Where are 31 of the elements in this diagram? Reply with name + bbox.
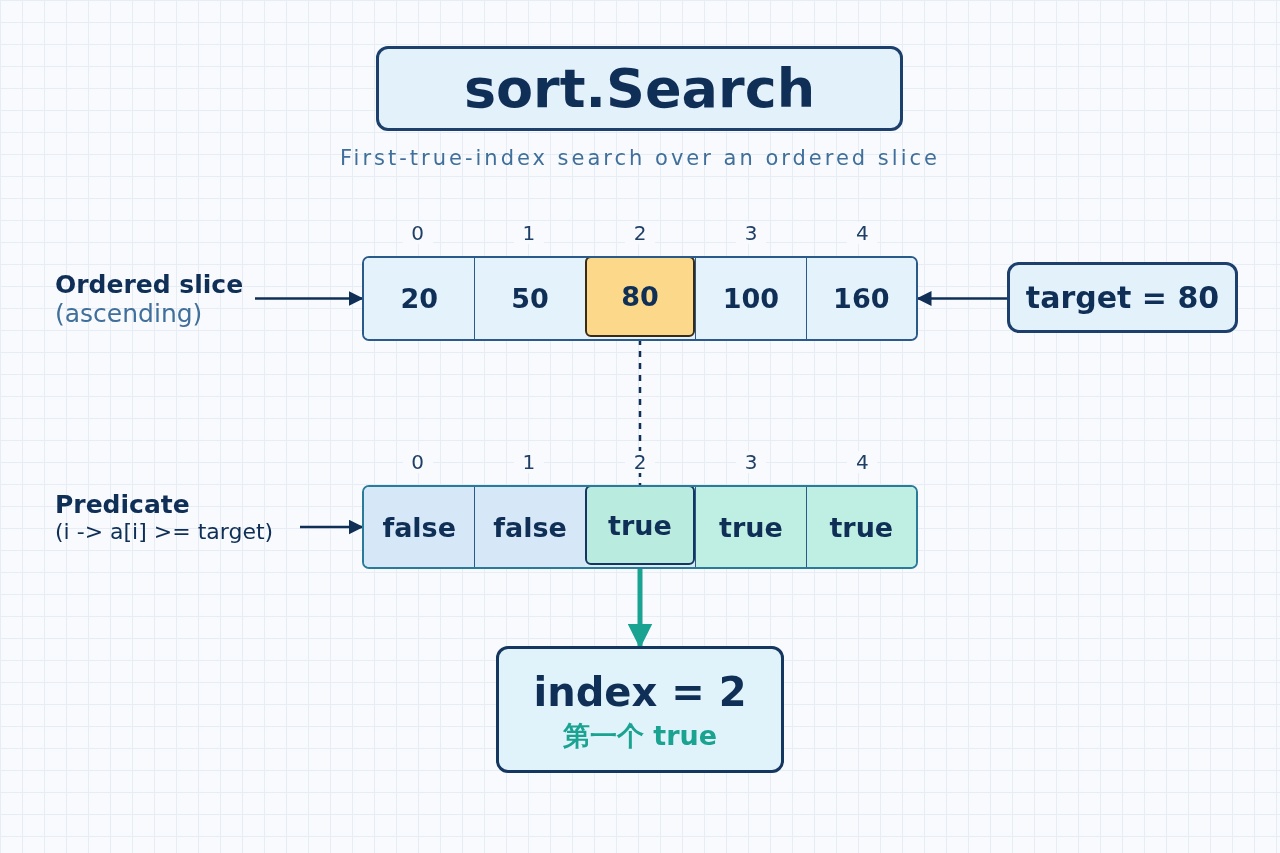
result-value: index = 2 <box>533 667 747 717</box>
index-number: 3 <box>736 451 767 473</box>
array-cell: true <box>695 487 806 567</box>
title-box: sort.Search <box>376 46 903 131</box>
label-note: (ascending) <box>55 299 204 328</box>
array-cell: 80 <box>584 258 696 337</box>
array-cell: true <box>584 487 696 565</box>
label-heading: Ordered slice <box>55 270 245 299</box>
index-number: 4 <box>847 451 878 473</box>
label-note: (i -> a[i] >= target) <box>55 519 275 544</box>
arrow <box>255 291 364 306</box>
target-box: target = 80 <box>1007 262 1238 333</box>
result-box <box>496 646 784 773</box>
index-number: 0 <box>402 451 433 473</box>
result-note: 第一个 true <box>562 718 718 753</box>
label-heading: Predicate <box>55 490 191 519</box>
subtitle: First-true-index search over an ordered slice <box>339 146 941 170</box>
index-number: 1 <box>513 222 544 244</box>
arrow <box>916 291 1007 306</box>
array-cell: 160 <box>805 258 916 339</box>
array-strip <box>362 256 918 341</box>
index-number: 0 <box>402 222 433 244</box>
array-cell: true <box>805 487 916 567</box>
array-strip <box>362 485 918 569</box>
index-number: 1 <box>513 451 544 473</box>
index-number: 2 <box>625 222 655 244</box>
index-number: 3 <box>736 222 767 244</box>
dashed-connector <box>638 339 642 487</box>
arrow <box>300 519 364 535</box>
index-number: 4 <box>847 222 878 244</box>
index-number: 2 <box>625 451 655 473</box>
